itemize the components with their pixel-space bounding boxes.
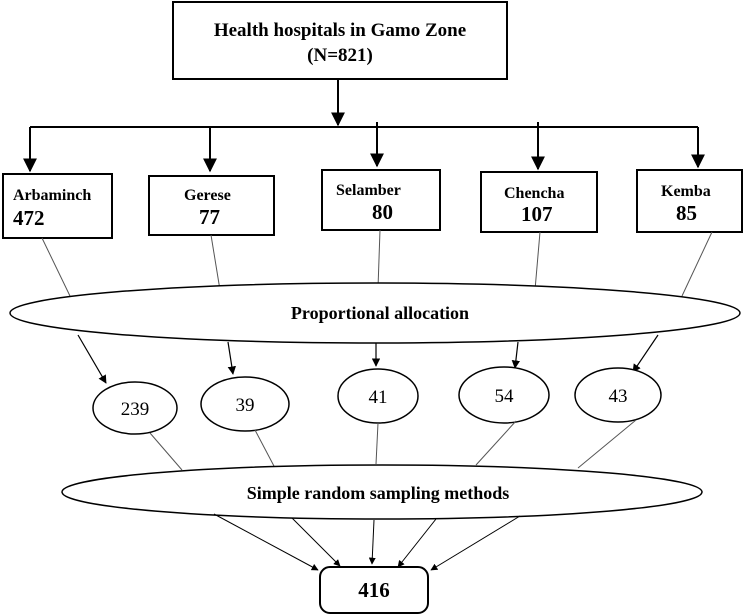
- sample-ellipse-4: 54: [458, 366, 550, 424]
- total-box: 416: [319, 566, 429, 614]
- sampling-method-ellipse: Simple random sampling methods: [61, 464, 703, 520]
- sample-ellipse-1: 239: [92, 381, 178, 435]
- sampling-to-total-arrows: [213, 513, 521, 571]
- district-count: 77: [199, 205, 220, 229]
- sample-value: 41: [369, 387, 388, 408]
- sample-ellipse-2: 39: [200, 376, 290, 432]
- allocation-to-sample-arrows: [77, 334, 659, 384]
- proportional-allocation-ellipse: Proportional allocation: [9, 282, 741, 344]
- sampling-label: Simple random sampling methods: [247, 483, 510, 503]
- sample-ellipse-3: 41: [337, 368, 419, 424]
- total-value: 416: [358, 578, 390, 602]
- top-box-subtitle: (N=821): [307, 45, 373, 66]
- district-name: Gerese: [184, 187, 231, 204]
- allocation-label: Proportional allocation: [291, 303, 469, 323]
- top-connectors: [23, 79, 705, 173]
- top-box-title: Health hospitals in Gamo Zone: [214, 20, 466, 41]
- sample-ellipse-5: 43: [574, 367, 662, 423]
- district-box-chencha: Chencha 107: [480, 171, 598, 233]
- district-name: Arbaminch: [13, 187, 91, 204]
- district-count: 80: [372, 200, 393, 224]
- district-count: 472: [13, 206, 45, 230]
- sample-value: 43: [609, 386, 628, 407]
- district-name: Kemba: [661, 183, 711, 200]
- district-box-selamber: Selamber 80: [321, 169, 441, 231]
- sample-value: 239: [121, 399, 150, 420]
- district-box-gerese: Gerese 77: [148, 175, 275, 236]
- sample-value: 54: [495, 386, 515, 407]
- district-name: Selamber: [336, 182, 401, 199]
- district-box-kemba: Kemba 85: [636, 169, 743, 233]
- district-count: 107: [521, 202, 553, 226]
- sample-to-sampling-lines: [149, 419, 637, 471]
- district-name: Chencha: [504, 185, 564, 202]
- sample-value: 39: [236, 395, 255, 416]
- district-count: 85: [676, 201, 697, 225]
- top-box: Health hospitals in Gamo Zone (N=821): [172, 1, 508, 80]
- district-to-allocation-lines: [41, 229, 713, 297]
- district-box-arbaminch: Arbaminch 472: [2, 173, 113, 239]
